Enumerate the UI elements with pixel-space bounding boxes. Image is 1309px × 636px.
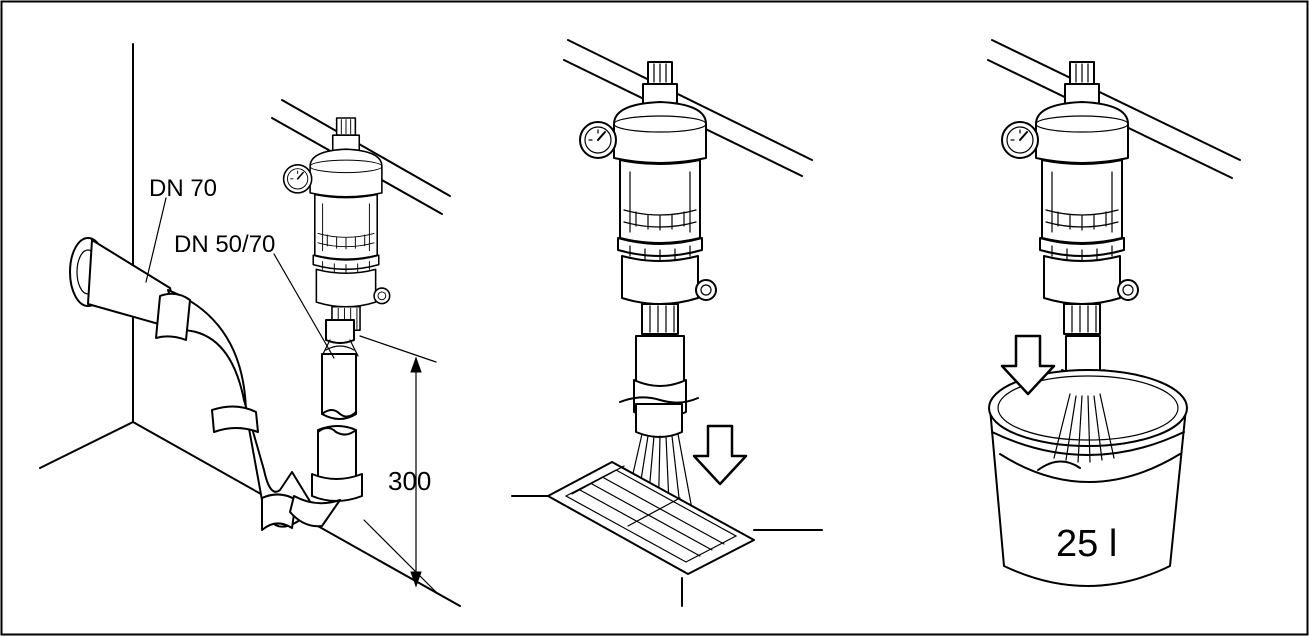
dimension-extension-top [359,335,437,363]
dn70-leader [145,197,167,283]
siphon-pipe-icon [69,237,363,531]
dimension-extension-bottom [363,519,439,595]
panel-siphon-connection: DN 70 DN 50/70 300 [39,43,461,607]
label-bucket-capacity: 25 l [1056,523,1117,565]
drain-hose [619,335,699,438]
label-height-300: 300 [388,466,431,496]
floor-drain-icon [547,461,755,575]
floor-line-left [39,421,134,469]
label-dn70: DN 70 [149,175,217,202]
label-dn5070: DN 50/70 [174,231,275,258]
water-spray-bucket [1053,393,1115,463]
panel-floor-drain [511,39,823,607]
panel-bucket: 25 l [987,39,1241,587]
down-arrow-icon [692,424,748,486]
dn5070-leader [273,253,335,359]
filter-unit-icon [1001,61,1139,335]
